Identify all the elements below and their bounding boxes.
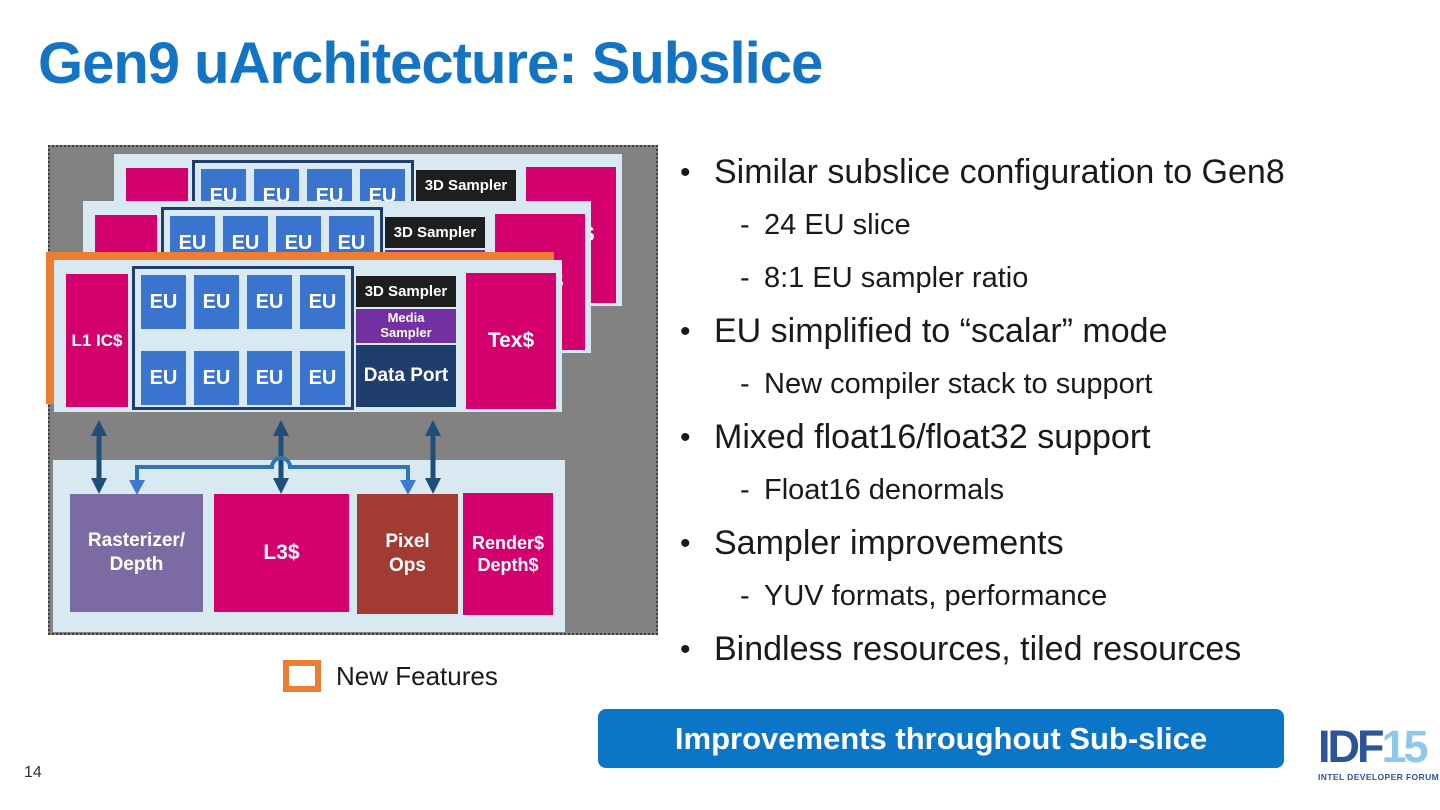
- sub-bullet-item: -Float16 denormals: [740, 474, 1005, 506]
- sub-bullet-item: -24 EU slice: [740, 209, 911, 241]
- l1-icache-block: L1 IC$: [66, 274, 128, 407]
- page-title: Gen9 uArchitecture: Subslice: [38, 31, 823, 96]
- eu-block: EU: [141, 351, 186, 405]
- bullet-icon: •: [680, 526, 691, 560]
- new-features-highlight-box: L1 IC$ EU EU EU EU EU EU EU EU 3D: [46, 252, 562, 412]
- tex-cache-block: Tex$: [466, 273, 556, 409]
- data-port-block: Data Port: [356, 345, 456, 407]
- eu-block: EU: [194, 351, 239, 405]
- 3d-sampler-block: 3D Sampler: [356, 276, 456, 307]
- dash-icon: -: [740, 262, 750, 294]
- eu-block: EU: [300, 275, 345, 329]
- eu-row: EU EU EU EU: [141, 275, 351, 329]
- bullet-item: •Similar subslice configuration to Gen8: [680, 153, 1285, 191]
- rasterizer-depth-block: Rasterizer/Depth: [70, 494, 203, 612]
- bullet-icon: •: [680, 155, 691, 189]
- eu-array-container: EU EU EU EU EU EU EU EU: [132, 266, 354, 410]
- dash-icon: -: [740, 368, 750, 400]
- l3-cache-block: L3$: [214, 494, 349, 612]
- summary-banner: Improvements throughout Sub-slice: [598, 709, 1284, 768]
- subslice-card-front: L1 IC$ EU EU EU EU EU EU EU EU 3D: [54, 260, 562, 412]
- dash-icon: -: [740, 580, 750, 612]
- 3d-sampler-block: 3D Sampler: [416, 170, 516, 201]
- eu-block: EU: [247, 351, 292, 405]
- idf15-logo-text: IDF15: [1318, 721, 1429, 772]
- eu-block: EU: [141, 275, 186, 329]
- bullet-icon: •: [680, 314, 691, 348]
- bullet-item: •Bindless resources, tiled resources: [680, 630, 1242, 668]
- eu-row: EU EU EU EU: [141, 351, 351, 405]
- new-features-swatch-icon: [283, 660, 321, 692]
- bullet-item: •Sampler improvements: [680, 524, 1064, 562]
- sub-bullet-item: -New compiler stack to support: [740, 368, 1153, 400]
- subslice-diagram: L1 IC$ EU EU EU EU EU EU EU EU 3D Sample…: [46, 145, 658, 635]
- legend-label: New Features: [336, 660, 498, 691]
- dash-icon: -: [740, 209, 750, 241]
- 3d-sampler-block: 3D Sampler: [385, 217, 485, 248]
- idf-logo-subtitle: INTEL DEVELOPER FORUM: [1318, 772, 1440, 782]
- sub-bullet-item: -YUV formats, performance: [740, 580, 1108, 612]
- eu-block: EU: [300, 351, 345, 405]
- sub-bullet-item: -8:1 EU sampler ratio: [740, 262, 1029, 294]
- legend: New Features: [283, 660, 498, 692]
- idf15-logo: IDF15 INTEL DEVELOPER FORUM: [1318, 721, 1440, 782]
- eu-block: EU: [194, 275, 239, 329]
- page-number: 14: [24, 764, 42, 781]
- dash-icon: -: [740, 474, 750, 506]
- bullet-icon: •: [680, 420, 691, 454]
- bullet-list: •Similar subslice configuration to Gen8 …: [680, 146, 1440, 676]
- eu-block: EU: [247, 275, 292, 329]
- bullet-item: •EU simplified to “scalar” mode: [680, 312, 1168, 350]
- bullet-icon: •: [680, 632, 691, 666]
- bullet-item: •Mixed float16/float32 support: [680, 418, 1151, 456]
- render-depth-cache-block: Render$Depth$: [463, 493, 553, 615]
